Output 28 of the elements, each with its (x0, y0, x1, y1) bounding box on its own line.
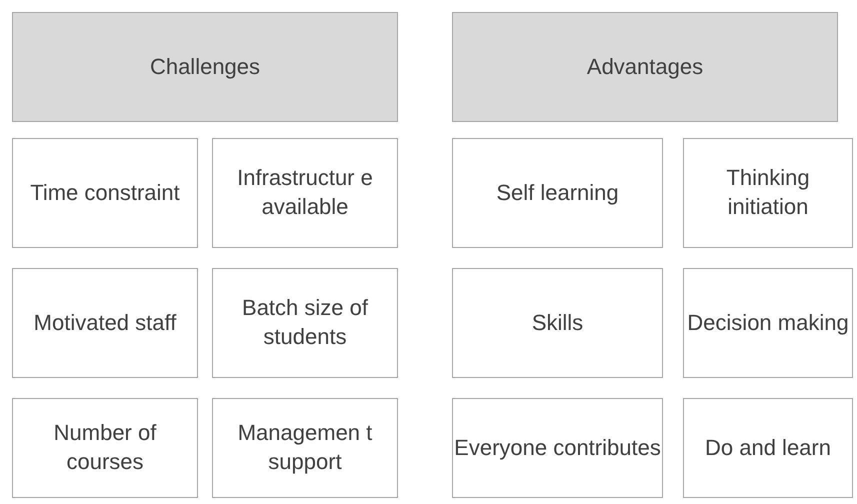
item-box (683, 268, 853, 378)
item-text: Thinking initiation (725, 164, 811, 221)
item-box (683, 138, 853, 248)
item-box (452, 398, 663, 498)
item-box (452, 268, 663, 378)
item-text: Motivated staff (34, 308, 176, 337)
item-text: Self learning (496, 178, 619, 207)
item-text: Managemen t support (236, 419, 374, 476)
item-box (683, 398, 853, 498)
header-box (452, 12, 838, 122)
item-box (212, 398, 398, 498)
header-text: Challenges (150, 52, 260, 81)
item-text: Everyone contributes (454, 434, 661, 462)
header-box (12, 12, 398, 122)
item-box (452, 138, 663, 248)
item-box (12, 138, 198, 248)
item-text: Infrastructur e available (236, 164, 374, 221)
item-box (12, 268, 198, 378)
item-text: Time constraint (30, 178, 180, 207)
item-text: Batch size of students (241, 294, 369, 351)
item-text: Skills (532, 308, 584, 337)
item-text: Decision making (687, 308, 849, 337)
item-box (212, 138, 398, 248)
item-box (212, 268, 398, 378)
item-box (12, 398, 198, 498)
item-text: Do and learn (705, 434, 831, 462)
header-text: Advantages (586, 52, 704, 81)
item-text: Number of courses (52, 419, 158, 476)
